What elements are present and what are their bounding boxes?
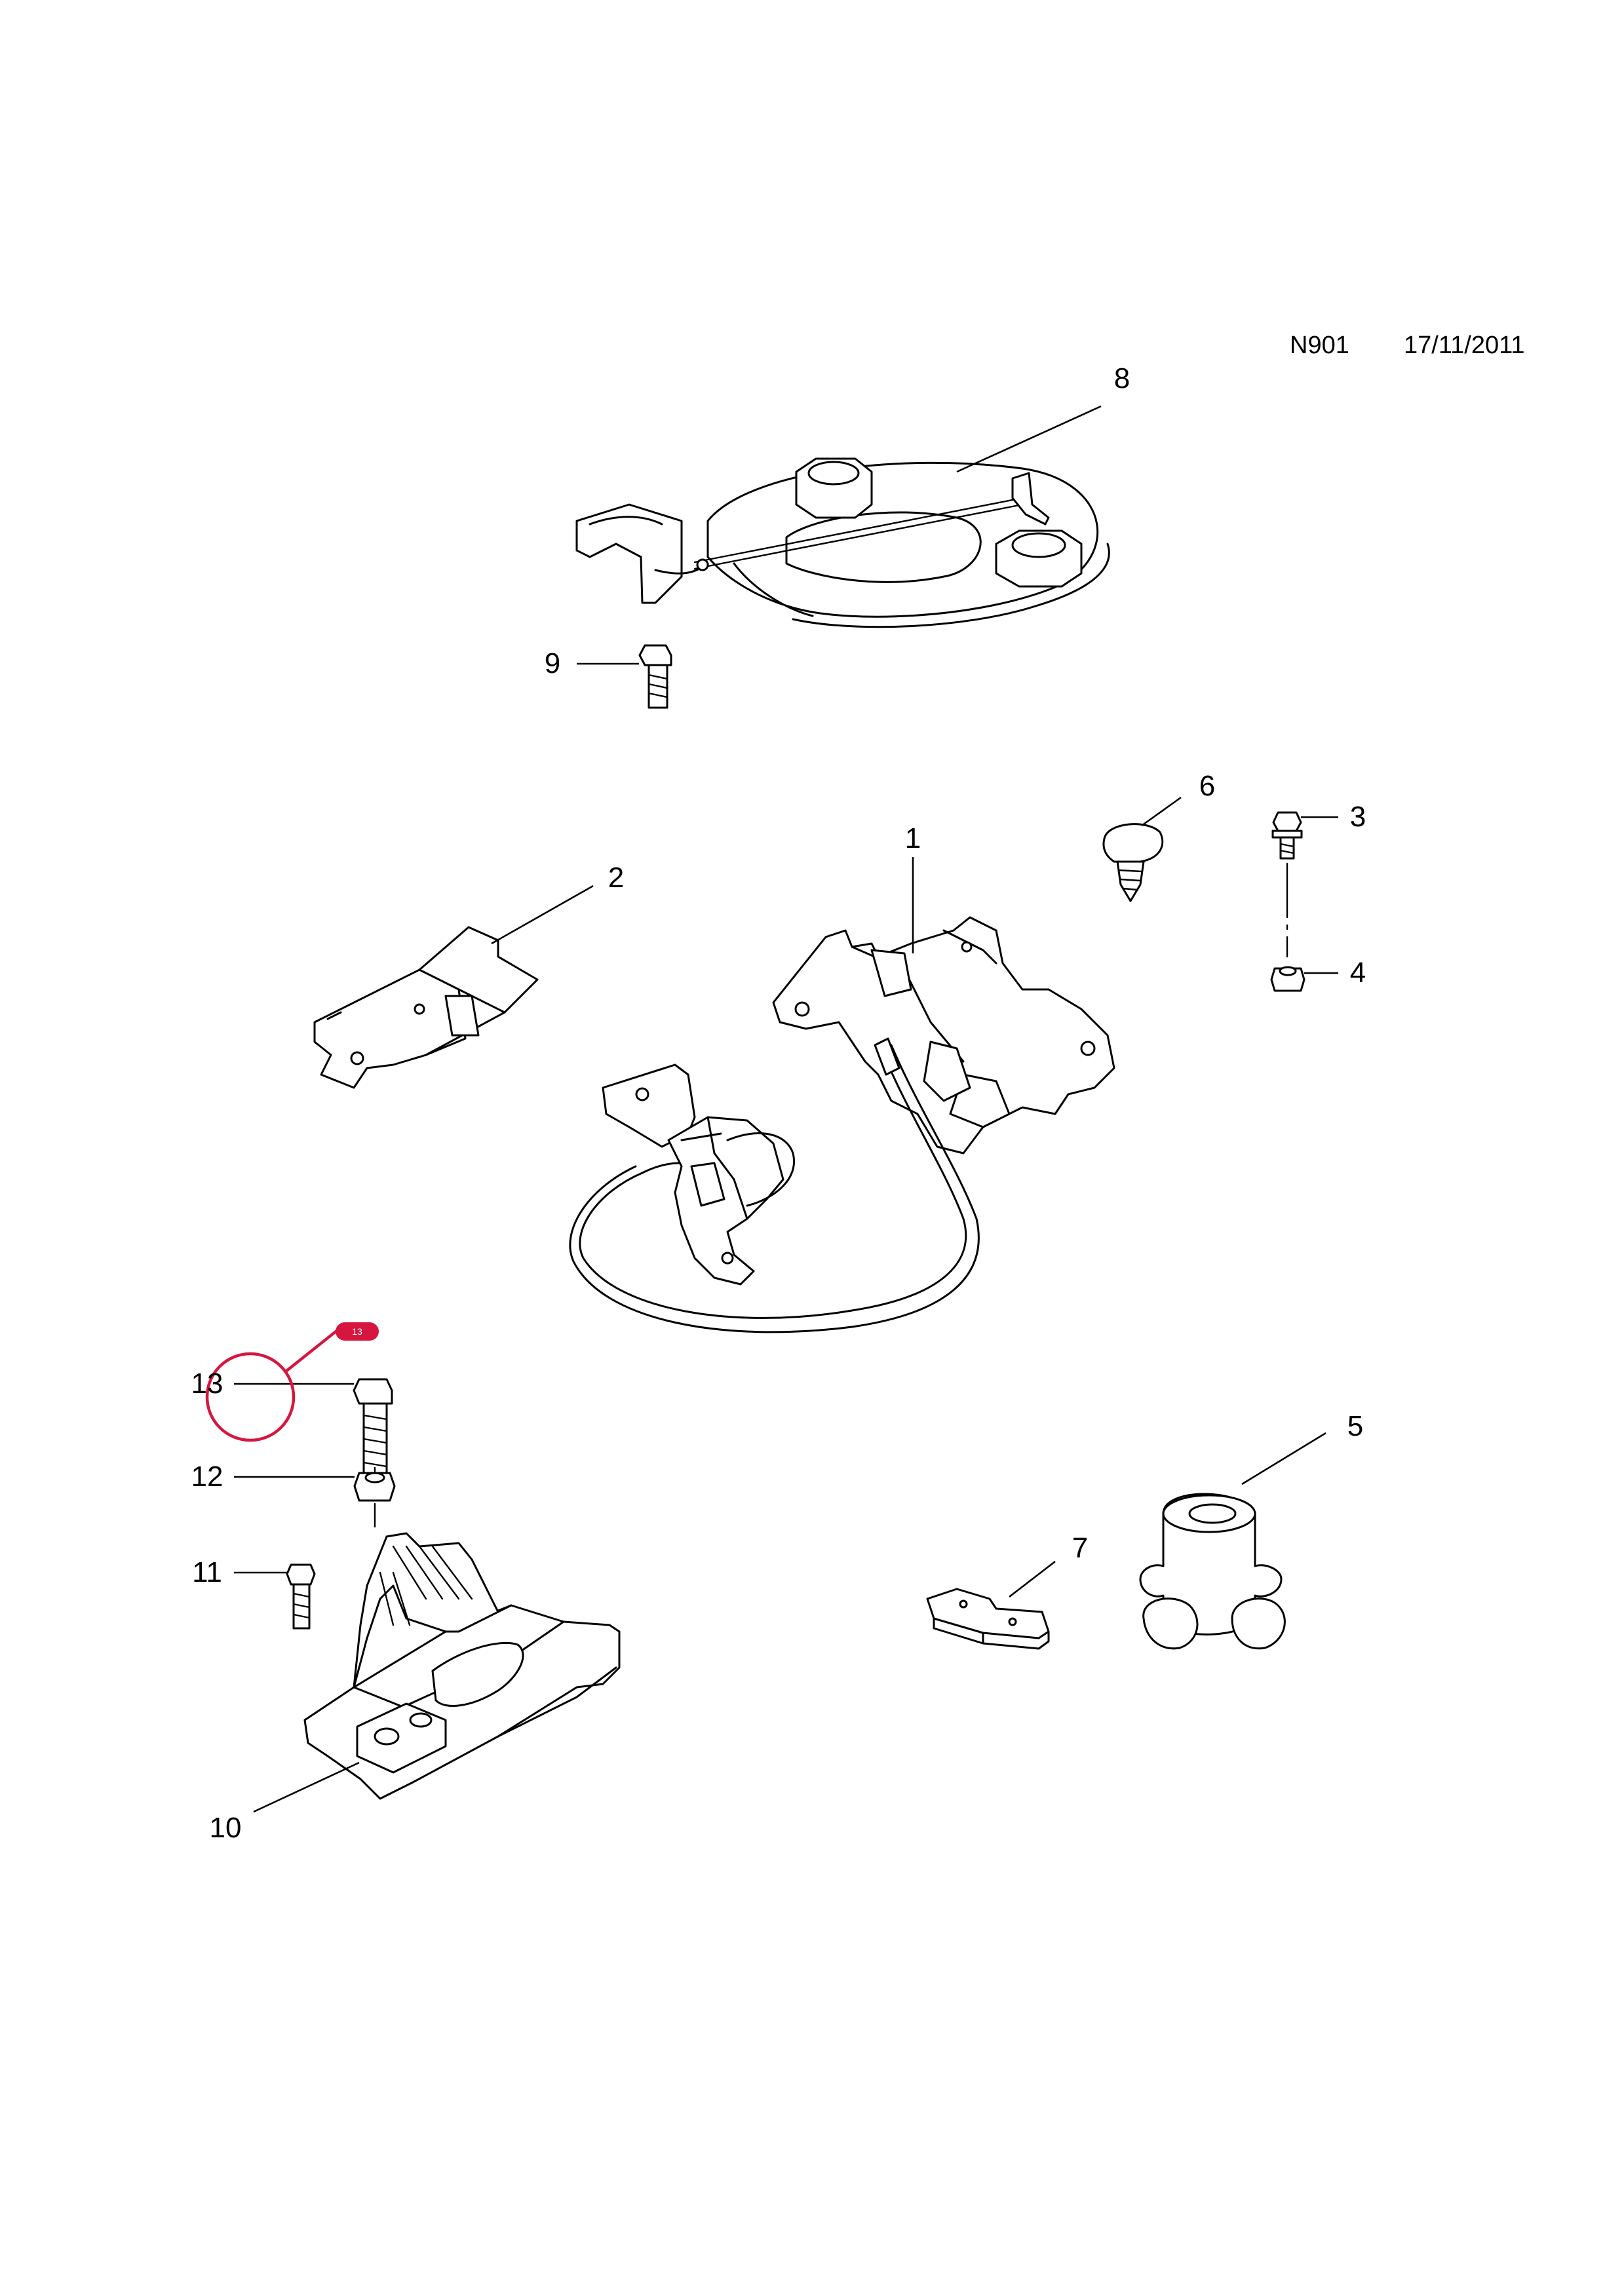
callout-9[interactable]: 9 [544,647,561,679]
callout-8[interactable]: 8 [1113,362,1131,394]
part-13-bolt[interactable] [353,1378,393,1476]
highlight-marker-13[interactable] [205,1329,339,1442]
part-2-bracket[interactable] [313,926,539,1089]
part-6-push-clip[interactable] [1102,823,1164,902]
highlight-badge-13[interactable]: 13 [336,1322,379,1341]
callout-3[interactable]: 3 [1349,801,1366,833]
part-5-bump-stop[interactable] [1139,1493,1286,1650]
callout-6[interactable]: 6 [1199,770,1216,802]
callout-11[interactable]: 11 [192,1556,222,1588]
part-11-bolt[interactable] [286,1563,316,1630]
part-4-nut[interactable] [1270,966,1305,992]
callout-1[interactable]: 1 [904,822,921,854]
callout-10[interactable]: 10 [209,1812,242,1844]
part-1-lock-cable[interactable] [569,916,1115,1333]
callout-12[interactable]: 12 [191,1461,223,1493]
part-9-bolt[interactable] [638,644,672,709]
callout-7[interactable]: 7 [1072,1532,1089,1564]
diagram-code: N901 [1290,332,1349,359]
callout-4[interactable]: 4 [1349,957,1366,989]
part-10-base-plate[interactable] [303,1532,621,1800]
diagram-date: 17/11/2011 [1404,332,1525,359]
callout-13[interactable]: 13 [191,1368,223,1400]
part-3-bolt[interactable] [1271,811,1303,860]
part-7-pad[interactable] [926,1588,1050,1650]
part-8-carrier-plate[interactable] [575,457,1110,628]
callout-5[interactable]: 5 [1347,1410,1364,1442]
part-12-nut[interactable] [353,1472,396,1528]
leader-lines [234,405,1338,1813]
callout-2[interactable]: 2 [608,862,625,894]
